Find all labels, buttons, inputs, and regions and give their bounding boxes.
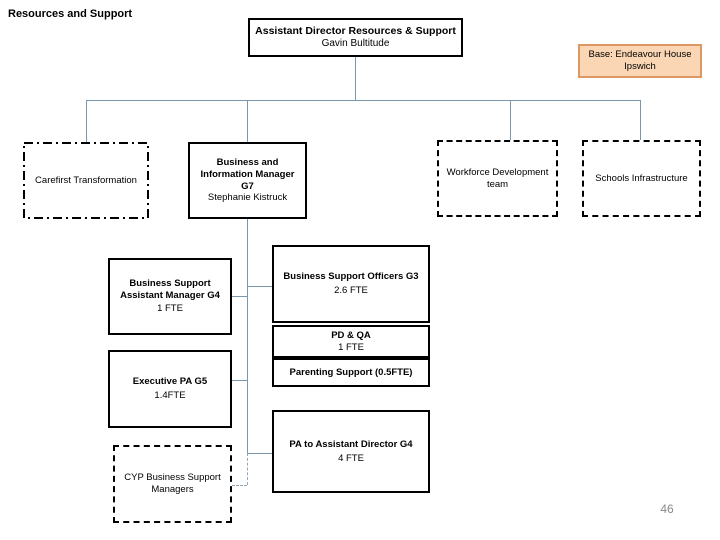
org-node-business-support-assistant-manager: Business Support Assistant Manager G4 1 … xyxy=(108,258,232,335)
connector-stub-bsam xyxy=(232,296,247,297)
connector-dashed-stub-cyp xyxy=(232,485,247,486)
node-title: Parenting Support (0.5FTE) xyxy=(289,366,413,378)
node-label: Schools Infrastructure xyxy=(595,172,688,184)
node-person: Stephanie Kistruck xyxy=(207,192,288,204)
node-title: Assistant Director Resources & Support xyxy=(255,25,456,37)
dash-dot-border xyxy=(23,142,149,219)
node-title: PD & QA xyxy=(331,329,371,341)
node-label: CYP Business Support Managers xyxy=(124,472,221,495)
org-node-cyp-business-support-managers: CYP Business Support Managers xyxy=(113,445,232,523)
org-node-parenting-support: Parenting Support (0.5FTE) xyxy=(272,358,430,387)
org-node-carefirst-transformation: Carefirst Transformation xyxy=(23,142,149,219)
org-node-workforce-development-team: Workforce Development team xyxy=(437,140,558,217)
connector-stub-executive-pa xyxy=(232,380,247,381)
node-label: Workforce Development team xyxy=(446,166,549,190)
node-fte: 2.6 FTE xyxy=(334,285,368,296)
connector-dashed-vertical-cyp xyxy=(247,453,248,485)
org-node-schools-infrastructure: Schools Infrastructure xyxy=(582,140,701,217)
node-fte: 1 FTE xyxy=(338,341,364,353)
base-location-note: Base: Endeavour House Ipswich xyxy=(578,44,702,78)
org-node-business-information-manager: Business and Information Manager G7 Step… xyxy=(188,142,307,219)
org-node-pa-to-assistant-director: PA to Assistant Director G4 4 FTE xyxy=(272,410,430,493)
base-note-text: Base: Endeavour House Ipswich xyxy=(588,49,692,72)
org-node-assistant-director: Assistant Director Resources & Support G… xyxy=(248,18,463,57)
connector-drop-schools xyxy=(640,100,641,140)
node-title: Business Support Officers G3 xyxy=(283,271,419,283)
node-fte: 1.4FTE xyxy=(154,390,186,401)
connector-drop-business-info xyxy=(247,100,248,142)
connector-drop-carefirst xyxy=(86,100,87,142)
connector-stub-officers xyxy=(247,286,272,287)
node-title: Business and Information Manager G7 xyxy=(200,157,295,192)
connector-spine-vertical xyxy=(247,219,248,453)
node-fte: 1 FTE xyxy=(157,303,183,315)
node-title: PA to Assistant Director G4 xyxy=(289,438,413,450)
connector-stub-pa-to-ad xyxy=(247,453,272,454)
page-title: Resources and Support xyxy=(8,8,133,20)
node-title: Business Support Assistant Manager G4 xyxy=(120,278,220,301)
node-person: Gavin Bultitude xyxy=(321,37,390,49)
node-label: Carefirst Transformation xyxy=(35,174,137,186)
org-node-pd-qa: PD & QA 1 FTE xyxy=(272,325,430,358)
page-number: 46 xyxy=(660,502,674,516)
node-title: Executive PA G5 xyxy=(132,376,208,388)
org-node-executive-pa: Executive PA G5 1.4FTE xyxy=(108,350,232,428)
connector-level2-horizontal xyxy=(86,100,640,101)
org-node-business-support-officers: Business Support Officers G3 2.6 FTE xyxy=(272,245,430,323)
node-fte: 4 FTE xyxy=(338,452,364,464)
connector-drop-workforce xyxy=(510,100,511,140)
connector-root-vertical xyxy=(355,57,356,100)
